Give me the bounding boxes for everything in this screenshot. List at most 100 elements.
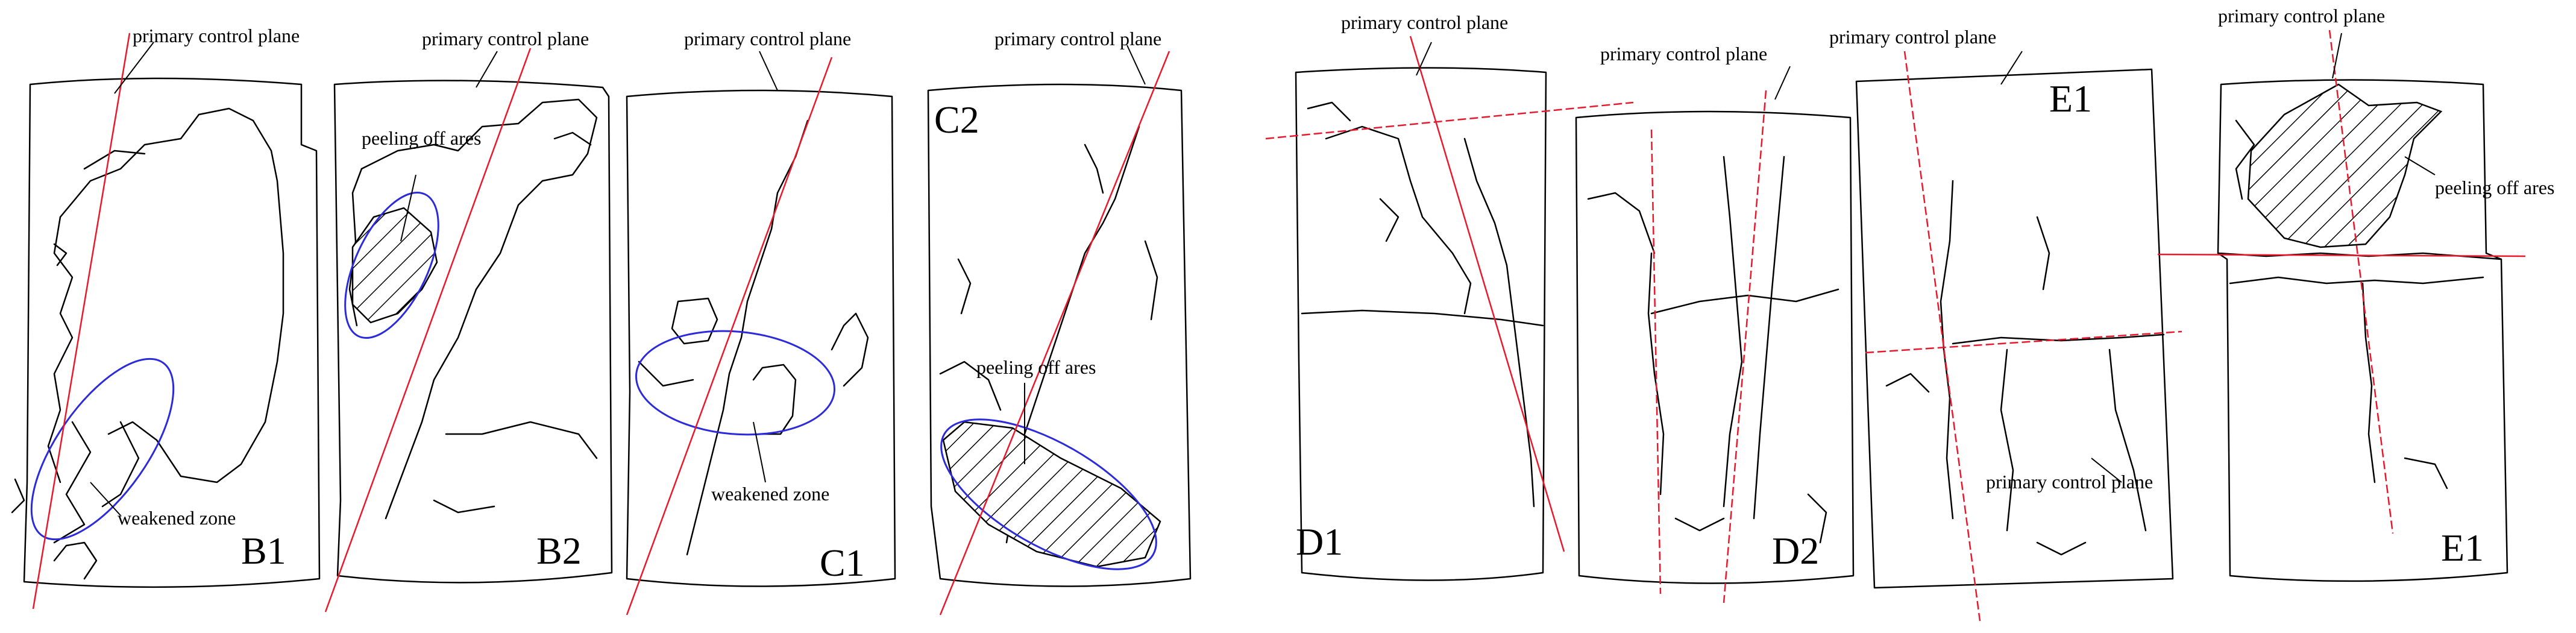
specimen-d1-crack: [1307, 101, 1351, 122]
control-plane-dash-d2-left: [1650, 129, 1662, 594]
specimen-b2-crack: [433, 499, 495, 514]
specimen-e1-left-crack: [1952, 333, 2165, 345]
specimen-b2-weakened-zone: [344, 191, 439, 339]
specimen-e1-right-crack: [2235, 119, 2255, 200]
specimen-b2-crack: [553, 131, 592, 146]
specimen-label-b2: B2: [536, 529, 582, 572]
specimen-d1: [1295, 67, 1547, 581]
leader-line: [2332, 33, 2342, 79]
control-plane-dash-d2-right: [1723, 90, 1767, 603]
specimen-b1-crack: [59, 107, 284, 483]
specimen-label-d2: D2: [1772, 529, 1819, 572]
specimen-b1-crack: [53, 421, 92, 544]
control-plane-line-d1: [1409, 36, 1565, 552]
specimen-c1-crack: [671, 297, 718, 345]
annotation-primary-control-plane-e1-left: primary control plane: [1829, 26, 1996, 48]
annotation-peeling-off-ares-c2: peeling off ares: [976, 356, 1096, 378]
specimen-e1-left-crack: [2108, 348, 2147, 532]
specimen-d2-crack: [1674, 517, 1725, 532]
control-plane-dash-e1-left-horizontal: [1865, 330, 2182, 354]
specimen-b2-peeling-area: [351, 207, 438, 324]
specimen-b2-crack: [360, 98, 598, 520]
specimen-b1-crack: [53, 243, 68, 266]
annotation-primary-control-plane-c1: primary control plane: [684, 28, 851, 49]
specimen-d2-outline: [1575, 110, 1855, 584]
leader-line: [90, 482, 121, 516]
annotation-peeling-off-ares-e1: peeling off ares: [2435, 177, 2554, 198]
specimen-c2-weakened-zone: [940, 418, 1157, 570]
specimen-c1-crack: [752, 364, 797, 435]
specimen-b1-crack: [53, 541, 98, 580]
leader-line: [753, 421, 766, 483]
specimen-e1-left-crack: [1885, 373, 1930, 393]
specimen-b2-outline: [333, 80, 613, 584]
specimen-e1-right-crack: [2361, 282, 2376, 483]
annotation-primary-control-plane-e1-right: primary control plane: [2218, 5, 2385, 27]
annotation-primary-control-plane-c2: primary control plane: [994, 28, 1161, 49]
specimen-b1-crack: [11, 478, 25, 514]
annotation-primary-control-plane-e1-mid: primary control plane: [1986, 471, 2153, 493]
specimen-label-c2: C2: [934, 98, 979, 141]
control-plane-line-b1: [32, 33, 131, 609]
specimen-e1-right-outline: [2217, 79, 2508, 582]
control-plane-line-c2: [939, 51, 1170, 616]
annotation-weakened-zone-b1: weakened zone: [118, 507, 236, 529]
control-plane-dash-e1-right: [2328, 30, 2394, 534]
specimen-c1-outline: [626, 89, 896, 587]
leader-line: [2091, 458, 2122, 483]
specimen-e1-right: [2217, 79, 2508, 582]
specimen-d1-crack: [1301, 309, 1544, 327]
specimen-d1-crack: [1379, 198, 1400, 242]
annotation-primary-control-plane-d1: primary control plane: [1341, 11, 1508, 33]
specimen-c2: [927, 83, 1192, 587]
specimen-d1-crack: [1463, 137, 1535, 508]
specimen-c2-crack: [957, 258, 972, 315]
annotation-weakened-zone-c1: weakened zone: [711, 483, 829, 505]
specimen-label-d1: D1: [1296, 520, 1343, 563]
specimen-c2-peeling-area: [942, 421, 1161, 568]
specimen-label-b1: B1: [241, 529, 286, 572]
specimen-c1-crack: [686, 119, 809, 556]
specimen-e1-right-crack: [2229, 276, 2484, 285]
specimen-d2-crack: [1587, 192, 1656, 254]
leader-line: [759, 51, 778, 91]
annotation-primary-control-plane-b1: primary control plane: [133, 25, 300, 46]
control-plane-line-b2: [324, 48, 532, 613]
specimen-e1-left: [1855, 68, 2174, 589]
specimen-b2-crack: [445, 421, 598, 459]
specimen-b2: [333, 80, 613, 584]
leader-line: [1416, 42, 1432, 76]
annotation-primary-control-plane-d2: primary control plane: [1600, 43, 1767, 65]
specimen-label-c1: C1: [820, 541, 865, 584]
specimen-e1-left-outline: [1855, 68, 2174, 589]
specimen-d2: [1575, 110, 1855, 584]
specimen-e1-left-crack: [2036, 541, 2087, 556]
specimen-b1: [11, 77, 321, 588]
control-plane-dash-d1: [1265, 101, 1634, 140]
specimen-label-e1-left: E1: [2049, 77, 2092, 120]
specimen-c2-crack: [1084, 143, 1104, 194]
leader-line: [1774, 66, 1791, 100]
specimen-c1-crack: [638, 361, 694, 387]
leader-line: [476, 51, 498, 88]
specimen-d1-crack: [1325, 125, 1472, 315]
specimen-d2-crack: [1807, 493, 1827, 544]
specimen-b1-crack: [101, 421, 140, 508]
annotation-peeling-off-ares-b2: peeling off ares: [362, 127, 481, 149]
leader-line: [114, 42, 154, 94]
leader-line: [2404, 156, 2436, 175]
specimen-c2-outline: [927, 83, 1192, 587]
specimen-c2-crack: [939, 361, 1002, 411]
specimen-c1-weakened-zone: [635, 330, 836, 436]
specimen-d2-crack: [1753, 156, 1785, 520]
leader-line: [400, 174, 416, 242]
specimen-b1-weakened-zone: [30, 357, 175, 541]
specimen-d1-outline: [1295, 67, 1547, 581]
leader-line: [1126, 45, 1146, 85]
specimen-e1-left-crack: [1940, 180, 1954, 520]
specimen-e1-right-peeling-area: [2247, 83, 2443, 248]
specimen-c1-crack: [831, 312, 869, 387]
specimen-d2-crack: [1650, 288, 1839, 315]
specimen-e1-left-crack: [2000, 348, 2014, 532]
